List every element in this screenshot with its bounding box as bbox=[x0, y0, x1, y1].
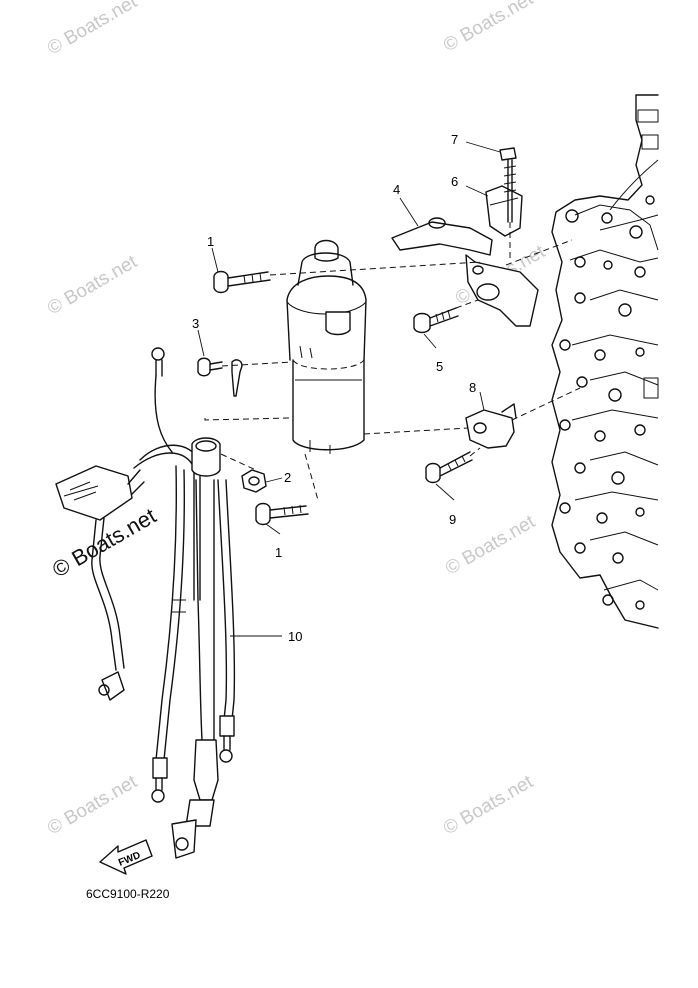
assembly-lines bbox=[204, 222, 581, 501]
callout-1-upper: 1 bbox=[207, 234, 214, 249]
watermark-top-right: © Boats.net bbox=[440, 0, 537, 56]
callout-7: 7 bbox=[451, 132, 458, 147]
fwd-arrow: FWD bbox=[99, 839, 153, 875]
starter-motor bbox=[286, 239, 367, 454]
callouts: 1 3 4 6 7 5 8 9 2 1 10 bbox=[192, 132, 476, 644]
callout-4: 4 bbox=[393, 182, 400, 197]
callout-9: 9 bbox=[449, 512, 456, 527]
callout-1-lower: 1 bbox=[275, 545, 282, 560]
watermark-mid-left: © Boats.net bbox=[44, 251, 141, 319]
callout-8: 8 bbox=[469, 380, 476, 395]
part-1-bolt-upper bbox=[213, 270, 271, 294]
part-7-bolt bbox=[499, 147, 517, 223]
part-3-bolt bbox=[197, 357, 243, 397]
callout-5: 5 bbox=[436, 359, 443, 374]
part-9-bolt bbox=[425, 451, 473, 484]
diagram-code: 6CC9100-R220 bbox=[86, 887, 170, 901]
callout-10: 10 bbox=[288, 629, 302, 644]
watermark-lower-right: © Boats.net bbox=[442, 511, 539, 579]
part-6-holder bbox=[485, 185, 523, 237]
watermark-bottom-left: © Boats.net bbox=[44, 771, 141, 839]
bracket-4 bbox=[391, 217, 539, 327]
part-1-bolt-lower bbox=[255, 502, 309, 526]
callout-6: 6 bbox=[451, 174, 458, 189]
leader-lines bbox=[197, 141, 501, 637]
watermark-top-left: © Boats.net bbox=[44, 0, 141, 59]
callout-3: 3 bbox=[192, 316, 199, 331]
wire-harness-10 bbox=[55, 347, 236, 859]
callout-2: 2 bbox=[284, 470, 291, 485]
part-5-bolt bbox=[413, 307, 459, 334]
watermark-bottom-right: © Boats.net bbox=[440, 771, 537, 839]
part-8-clip bbox=[465, 403, 517, 449]
part-2-nut bbox=[241, 469, 267, 493]
engine-block bbox=[551, 94, 659, 629]
